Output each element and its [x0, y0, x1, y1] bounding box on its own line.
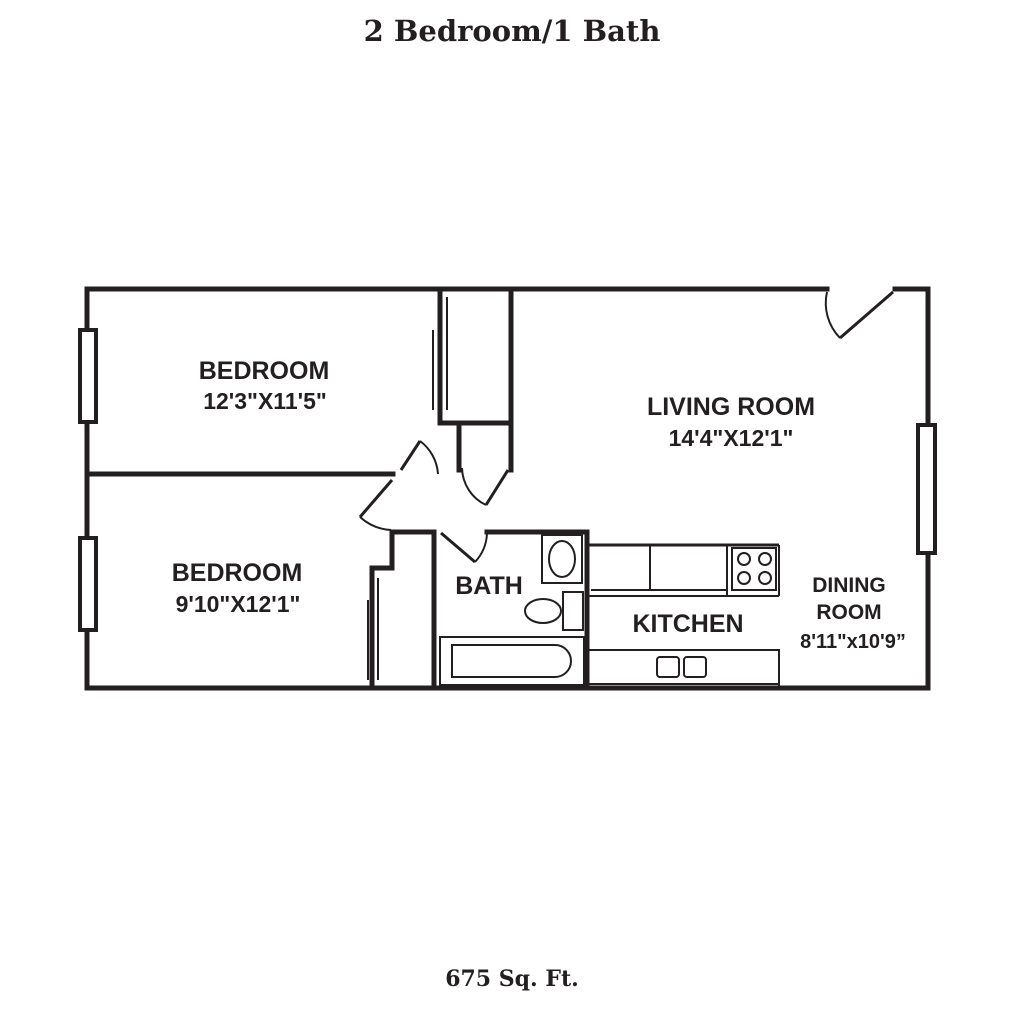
sink-icon [541, 534, 583, 584]
bedroom2-size: 9'10"X12'1" [176, 591, 301, 617]
kitchen-fixtures [589, 543, 780, 688]
room-labels: BEDROOM 12'3"X11'5" LIVING ROOM 14'4"X12… [172, 357, 906, 653]
living-room-size: 14'4"X12'1" [669, 425, 794, 451]
bedroom2-label: BEDROOM [172, 559, 303, 587]
bedroom-top-door [399, 440, 439, 475]
upper-counter [589, 543, 780, 597]
kitchen-label: KITCHEN [632, 610, 743, 638]
bath-label: BATH [455, 572, 523, 600]
bedroom1-size: 12'3"X11'5" [203, 388, 327, 414]
closet-door [461, 467, 510, 506]
bath-door [440, 531, 488, 564]
floor-plan-title: 2 Bedroom/1 Bath [363, 14, 661, 48]
dining-room-label-line2: ROOM [816, 601, 881, 624]
square-footage: 675 Sq. Ft. [445, 966, 579, 992]
bath-fixtures [439, 534, 585, 686]
stove-icon [731, 547, 777, 591]
bedroom-bottom-door [358, 479, 394, 531]
windows [78, 328, 937, 632]
bedroom1-label: BEDROOM [199, 357, 330, 385]
exterior-walls [84, 286, 931, 691]
doors [358, 290, 894, 564]
dining-room-size: 8'11"x10'9” [800, 631, 906, 653]
interior-walls [84, 286, 590, 691]
window-bedroom-top [78, 328, 98, 424]
window-living-room [916, 423, 937, 555]
lower-counter [589, 649, 780, 688]
kitchen-sink-icon [656, 656, 707, 678]
toilet-icon [524, 591, 584, 631]
living-room-label: LIVING ROOM [647, 393, 815, 421]
bathtub-icon [439, 636, 585, 686]
dining-room-label-line1: DINING [812, 574, 886, 597]
entry-door [824, 290, 894, 340]
closets [367, 297, 448, 680]
window-bedroom-bottom [78, 536, 98, 632]
